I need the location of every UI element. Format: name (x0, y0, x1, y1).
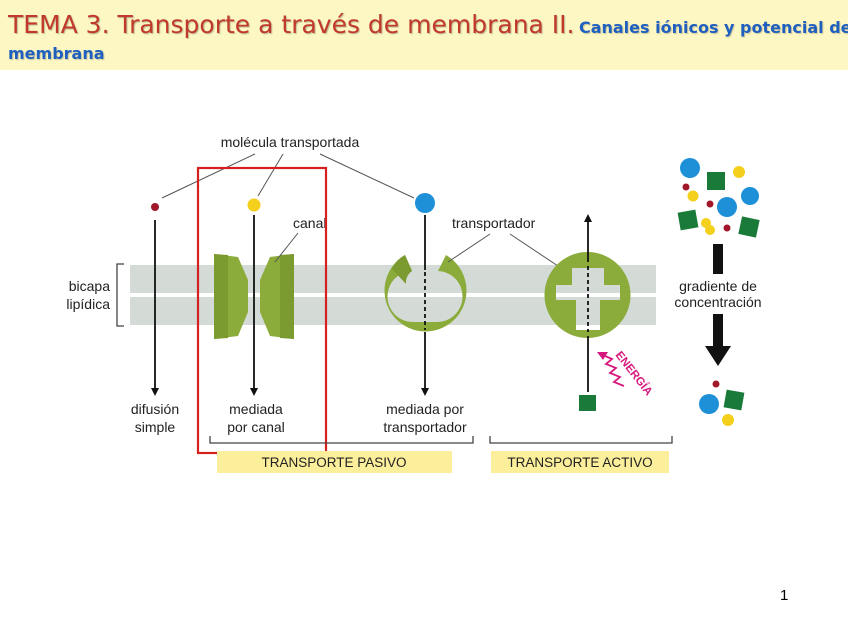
carrier-leader-line-2 (509, 233, 559, 267)
transported-molecule-label: molécula transportada (221, 134, 360, 150)
gradient-label-line1: gradiente de (679, 278, 757, 294)
title-bar: TEMA 3. Transporte a través de membrana … (0, 0, 848, 70)
gradient-arrow-bottom-shaft (713, 314, 723, 348)
simple-diffusion-label-line2: simple (135, 419, 176, 435)
energy-arrowhead (597, 352, 608, 360)
energy-label: ENERGÍA (613, 349, 656, 398)
bilayer-bracket (116, 263, 124, 327)
low-concentration-molecules (699, 380, 745, 426)
gradient-arrowhead (705, 346, 731, 366)
molecule-yellow (247, 198, 261, 212)
channel-mediated-label-line1: mediada (229, 401, 283, 417)
gradient-arrow-top-shaft (713, 244, 723, 274)
passive-transport-bracket (209, 436, 474, 444)
title-subtitle-continuation: membrana (8, 44, 105, 63)
carrier-protein-active (544, 252, 631, 338)
active-transport-label: TRANSPORTE ACTIVO (507, 455, 652, 470)
bilayer-label-line1: bicapa (69, 278, 110, 294)
title-line: TEMA 3. Transporte a través de membrana … (8, 10, 848, 39)
passive-transport-label: TRANSPORTE PASIVO (261, 455, 406, 470)
channel-leader-line (274, 232, 299, 263)
passive-transport-band (217, 451, 452, 473)
ion-channel-protein (214, 254, 294, 339)
high-concentration-molecules (677, 158, 760, 238)
bilayer-label-line2: lipídica (66, 296, 110, 312)
energy-zigzag (602, 354, 625, 387)
bilayer-bottom-band (130, 297, 656, 325)
molecule-green-square-active (579, 395, 596, 411)
channel-mediated-label-line2: por canal (227, 419, 285, 435)
small-molecule-red (151, 203, 159, 211)
simple-diffusion-label-line1: difusión (131, 401, 179, 417)
title-main: TEMA 3. Transporte a través de membrana … (8, 10, 575, 39)
title-subtitle: Canales iónicos y potencial de (578, 18, 848, 37)
carrier-label: transportador (452, 215, 536, 231)
molecule-leader-lines (161, 153, 415, 199)
carrier-mediated-label-line2: transportador (383, 419, 467, 435)
active-transport-band (491, 451, 669, 473)
page-number: 1 (780, 587, 789, 604)
carrier-protein-passive (384, 255, 467, 332)
active-transport-bracket (489, 436, 673, 444)
carrier-leader-line-1 (447, 233, 491, 263)
channel-label: canal (293, 215, 326, 231)
molecule-blue (415, 193, 435, 213)
carrier-mediated-label-line1: mediada por (386, 401, 464, 417)
gradient-label-line2: concentración (674, 294, 761, 310)
